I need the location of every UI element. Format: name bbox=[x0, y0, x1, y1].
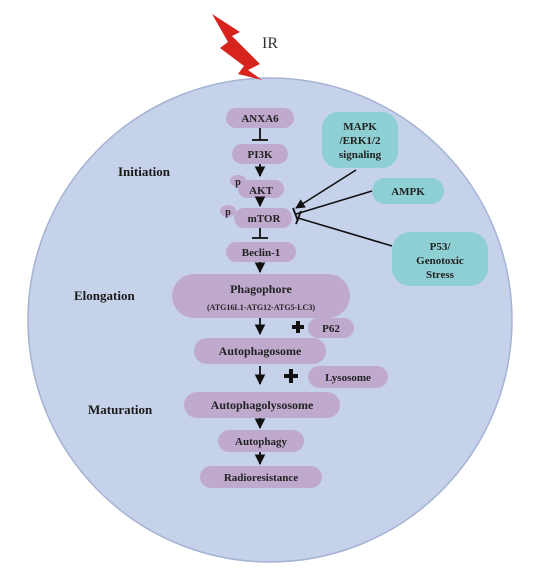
phospho-badge-mtor: p bbox=[220, 205, 236, 218]
node-autophagolysosome: Autophagolysosome bbox=[184, 392, 340, 418]
inhibition-p53-mtor bbox=[297, 217, 393, 247]
lightning-bolt-icon bbox=[212, 14, 262, 80]
svg-text:p: p bbox=[225, 207, 231, 218]
svg-text:Autophagy: Autophagy bbox=[235, 436, 287, 448]
svg-text:Genotoxic: Genotoxic bbox=[416, 255, 464, 267]
node-anxa6: ANXA6 bbox=[226, 108, 294, 128]
svg-text:Radioresistance: Radioresistance bbox=[224, 472, 298, 484]
svg-text:Phagophore: Phagophore bbox=[230, 282, 292, 296]
svg-text:p: p bbox=[235, 177, 241, 188]
svg-text:signaling: signaling bbox=[339, 149, 382, 161]
node-beclin-1: Beclin-1 bbox=[226, 242, 296, 262]
svg-text:P53/: P53/ bbox=[430, 241, 452, 253]
node-pi3k: PI3K bbox=[232, 144, 288, 164]
plus-icon-p62 bbox=[292, 321, 304, 333]
svg-text:Lysosome: Lysosome bbox=[325, 372, 371, 384]
node-autophagosome: Autophagosome bbox=[194, 338, 326, 364]
phospho-badge-akt: p bbox=[230, 175, 246, 188]
node-radioresistance: Radioresistance bbox=[200, 466, 322, 488]
svg-text:Autophagosome: Autophagosome bbox=[219, 344, 302, 358]
stage-elongation: Elongation bbox=[74, 288, 135, 303]
regulator-mapk-erk: MAPK /ERK1/2 signaling bbox=[322, 112, 398, 168]
node-akt: AKT bbox=[238, 180, 284, 198]
svg-text:/ERK1/2: /ERK1/2 bbox=[339, 135, 381, 147]
svg-text:Stress: Stress bbox=[426, 269, 455, 281]
svg-text:(ATG16L1-ATG12-ATG5-LC3): (ATG16L1-ATG12-ATG5-LC3) bbox=[207, 303, 315, 312]
plus-icon-lysosome bbox=[284, 369, 298, 383]
svg-text:AKT: AKT bbox=[249, 185, 274, 197]
svg-text:AMPK: AMPK bbox=[391, 186, 425, 198]
regulator-p53: P53/ Genotoxic Stress bbox=[392, 232, 488, 286]
svg-text:MAPK: MAPK bbox=[343, 121, 377, 133]
node-autophagy: Autophagy bbox=[218, 430, 304, 452]
svg-text:P62: P62 bbox=[322, 323, 340, 335]
svg-text:ANXA6: ANXA6 bbox=[241, 113, 279, 125]
stage-maturation: Maturation bbox=[88, 402, 153, 417]
node-lysosome: Lysosome bbox=[308, 366, 388, 388]
node-phagophore: Phagophore (ATG16L1-ATG12-ATG5-LC3) bbox=[172, 274, 350, 318]
svg-text:Beclin-1: Beclin-1 bbox=[242, 247, 281, 259]
svg-text:PI3K: PI3K bbox=[247, 149, 273, 161]
inhibition-ampk-mtor bbox=[295, 190, 373, 215]
node-p62: P62 bbox=[308, 318, 354, 338]
regulator-ampk: AMPK bbox=[372, 178, 444, 204]
svg-text:Autophagolysosome: Autophagolysosome bbox=[211, 398, 314, 412]
ir-label: IR bbox=[262, 35, 278, 52]
stage-initiation: Initiation bbox=[118, 164, 171, 179]
node-mtor: mTOR bbox=[234, 208, 292, 228]
svg-text:mTOR: mTOR bbox=[248, 213, 282, 225]
arrow-mapk-to-mtor bbox=[295, 169, 357, 209]
